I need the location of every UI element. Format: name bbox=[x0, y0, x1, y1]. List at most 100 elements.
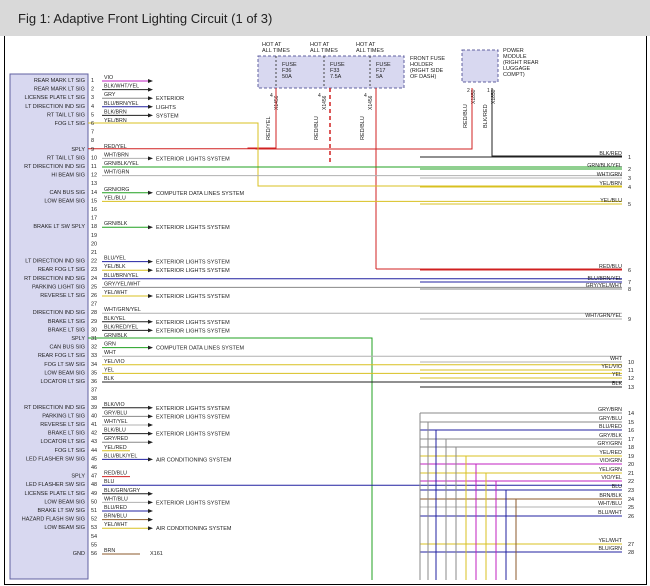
left-pin-wire-label: YEL/RED bbox=[104, 445, 127, 451]
right-pin-number: 8 bbox=[628, 287, 631, 293]
left-pin-number: 40 bbox=[91, 413, 97, 419]
left-pin-number: 9 bbox=[91, 147, 94, 153]
arrow-head bbox=[148, 190, 153, 195]
arrow-head bbox=[148, 431, 153, 436]
right-pin-number: 13 bbox=[628, 385, 634, 391]
right-pin-wire-label: YEL/WHT bbox=[598, 538, 622, 544]
left-pin-label: LT DIRECTION IND SIG bbox=[25, 104, 85, 110]
right-pin-wire-label: YEL/RED bbox=[599, 450, 622, 456]
arrow-head bbox=[148, 328, 153, 333]
left-pin-wire-label: YEL/BRN bbox=[104, 118, 127, 124]
left-pin-number: 55 bbox=[91, 542, 97, 548]
arrow-head bbox=[148, 113, 153, 118]
right-pin-wire-label: WHT/BLU bbox=[598, 501, 622, 507]
arrow-head bbox=[148, 500, 153, 505]
left-pin-number: 56 bbox=[91, 551, 97, 557]
left-pin-wire-label: GRY bbox=[104, 92, 116, 98]
left-pin-label: SPLY bbox=[71, 474, 85, 480]
right-pin-number: 5 bbox=[628, 202, 631, 208]
left-pin-wire-label: WHT/BLU bbox=[104, 496, 128, 502]
right-pin-number: 1 bbox=[628, 155, 631, 161]
left-pin-wire-label: WHT/GRN bbox=[104, 170, 129, 176]
left-pin-label: LOW BEAM SIG bbox=[44, 499, 85, 505]
power-module-wire-label: RED/BLU bbox=[463, 104, 469, 128]
left-pin-number: 22 bbox=[91, 259, 97, 265]
fuse-rating: 5A bbox=[376, 74, 383, 80]
right-pin-wire-label: BLU/BRN/YEL bbox=[588, 276, 622, 282]
fuse-connector: X1456 bbox=[368, 95, 374, 110]
left-pin-label: RT DIRECTION IND SIG bbox=[24, 276, 85, 282]
left-pin-number: 11 bbox=[91, 164, 97, 170]
left-pin-label: LICENSE PLATE LT SIG bbox=[24, 491, 85, 497]
left-pin-label: REAR FOG LT SIG bbox=[38, 267, 85, 273]
left-pin-number: 31 bbox=[91, 336, 97, 342]
left-pin-label: HI BEAM SIG bbox=[51, 173, 85, 179]
arrow-head bbox=[148, 345, 153, 350]
left-pin-number: 53 bbox=[91, 525, 97, 531]
left-pin-wire-label: BLK/YEL bbox=[104, 316, 126, 322]
fuse-wire-label: RED/YEL bbox=[266, 116, 272, 140]
right-pin-wire-label: WHT bbox=[610, 356, 623, 362]
left-pin-number: 51 bbox=[91, 508, 97, 514]
right-pin-wire-label: BLU/WHT bbox=[598, 510, 623, 516]
power-module-label: POWER bbox=[503, 48, 524, 54]
right-pin-wire-label: YEL bbox=[612, 372, 622, 378]
right-pin-number: 7 bbox=[628, 280, 631, 286]
right-pin-number: 20 bbox=[628, 462, 634, 468]
right-pin-wire-label: YEL/GRN bbox=[599, 467, 622, 473]
right-pin-number: 12 bbox=[628, 376, 634, 382]
arrow-head bbox=[148, 517, 153, 522]
fuse-pin: 4 bbox=[270, 93, 273, 99]
left-pin-number: 20 bbox=[91, 241, 97, 247]
left-pin-label: DIRECTION IND SIG bbox=[33, 310, 85, 316]
left-pin-wire-label: GRY/BLU bbox=[104, 410, 127, 416]
left-pin-label: LOW BEAM SIG bbox=[44, 525, 85, 531]
arrow-target-label: EXTERIOR LIGHTS SYSTEM bbox=[156, 260, 230, 266]
arrow-target-label: COMPUTER DATA LINES SYSTEM bbox=[156, 346, 245, 352]
fuse-name: FUSE bbox=[330, 62, 345, 68]
fuse-name: FUSE bbox=[282, 62, 297, 68]
left-pin-number: 1 bbox=[91, 78, 94, 84]
arrow-head bbox=[148, 405, 153, 410]
fuse-connector: X1456 bbox=[322, 95, 328, 110]
arrow-target-label: EXTERIOR LIGHTS SYSTEM bbox=[156, 156, 230, 162]
fuse-id: F17 bbox=[376, 68, 385, 74]
arrow-head bbox=[148, 104, 153, 109]
left-pin-number: 46 bbox=[91, 465, 97, 471]
left-pin-label: SPLY bbox=[71, 147, 85, 153]
fuse-holder-block bbox=[257, 55, 405, 89]
left-pin-wire-label: BLK/GRN/GRY bbox=[104, 488, 141, 494]
right-pin-wire-label: VIO/GRN bbox=[600, 458, 623, 464]
arrow-target-label: AIR CONDITIONING SYSTEM bbox=[156, 457, 232, 463]
arrow-target-label: SYSTEM bbox=[156, 113, 179, 119]
left-pin-number: 36 bbox=[91, 379, 97, 385]
left-pin-number: 16 bbox=[91, 207, 97, 213]
left-pin-number: 13 bbox=[91, 181, 97, 187]
left-pin-number: 47 bbox=[91, 474, 97, 480]
right-pin-wire-label: GRN/BLK/YEL bbox=[587, 163, 622, 169]
left-pin-label: LT DIRECTION IND SIG bbox=[25, 259, 85, 265]
power-module-pin: 2 bbox=[467, 88, 470, 94]
power-module-label: COMPT) bbox=[503, 72, 525, 78]
left-pin-label: LED FLASHER SW SIG bbox=[26, 482, 85, 488]
right-pin-number: 9 bbox=[628, 317, 631, 323]
left-pin-wire-label: GRY/RED bbox=[104, 436, 128, 442]
arrow-head bbox=[148, 491, 153, 496]
right-pin-wire-label: GRY/BLK bbox=[599, 433, 622, 439]
arrow-head bbox=[148, 268, 153, 273]
arrow-target-label: EXTERIOR LIGHTS SYSTEM bbox=[156, 268, 230, 274]
arrow-head bbox=[148, 414, 153, 419]
left-pin-number: 14 bbox=[91, 190, 97, 196]
right-pin-wire-label: BLU/GRN bbox=[598, 546, 622, 552]
left-pin-wire-label: BLU/BRN/YEL bbox=[104, 273, 138, 279]
left-pin-number: 29 bbox=[91, 319, 97, 325]
left-pin-number: 35 bbox=[91, 370, 97, 376]
left-pin-number: 19 bbox=[91, 233, 97, 239]
left-pin-number: 50 bbox=[91, 499, 97, 505]
left-pin-number: 12 bbox=[91, 173, 97, 179]
power-module-label: (RIGHT REAR bbox=[503, 60, 539, 66]
left-pin-number: 28 bbox=[91, 310, 97, 316]
left-pin-label: FOG LT SIG bbox=[55, 448, 85, 454]
fuse-wire-label: RED/BLU bbox=[314, 116, 320, 140]
arrow-target-label: LIGHTS bbox=[156, 105, 176, 111]
